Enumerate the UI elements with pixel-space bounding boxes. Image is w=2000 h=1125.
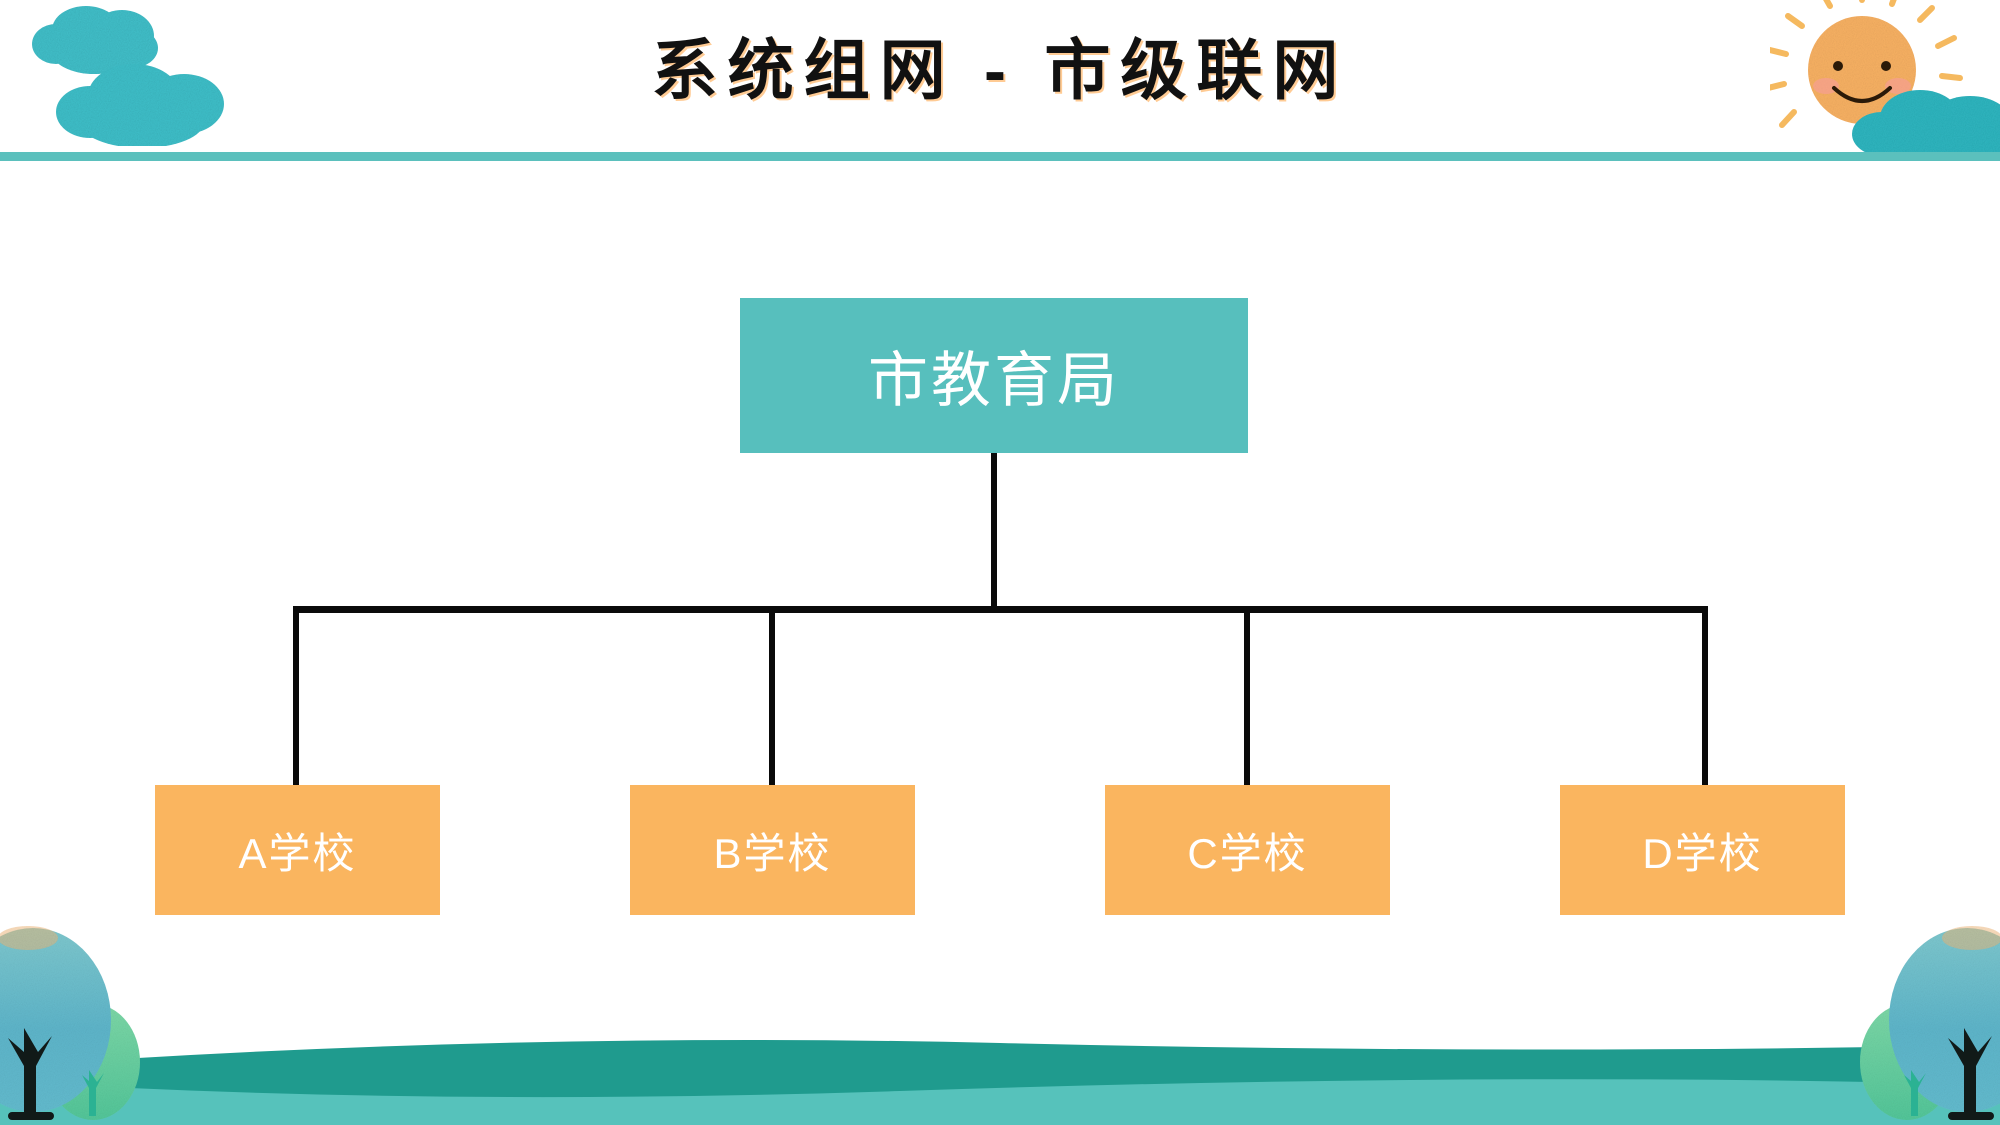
edge-drop-to-school-a <box>293 610 299 788</box>
node-school-a[interactable]: A学校 <box>155 785 440 915</box>
edge-root-stem <box>991 453 997 611</box>
node-city-education-bureau[interactable]: 市教育局 <box>740 298 1248 453</box>
header-divider <box>0 152 2000 161</box>
ground-front-hill <box>0 1079 2000 1125</box>
node-label: A学校 <box>238 829 357 877</box>
edge-drop-to-school-b <box>769 610 775 788</box>
node-label: D学校 <box>1642 829 1763 877</box>
edge-drop-to-school-c <box>1244 610 1250 788</box>
node-label: C学校 <box>1187 829 1308 877</box>
edge-horizontal-bus <box>293 606 1708 613</box>
slide-header: 系统组网 - 市级联网 <box>0 0 2000 162</box>
page-title: 系统组网 - 市级联网 <box>651 33 1349 107</box>
ground-decoration <box>0 1015 2000 1125</box>
node-school-b[interactable]: B学校 <box>630 785 915 915</box>
node-school-c[interactable]: C学校 <box>1105 785 1390 915</box>
node-label: 市教育局 <box>868 347 1120 414</box>
node-school-d[interactable]: D学校 <box>1560 785 1845 915</box>
edge-drop-to-school-d <box>1702 610 1708 788</box>
node-label: B学校 <box>713 829 832 877</box>
